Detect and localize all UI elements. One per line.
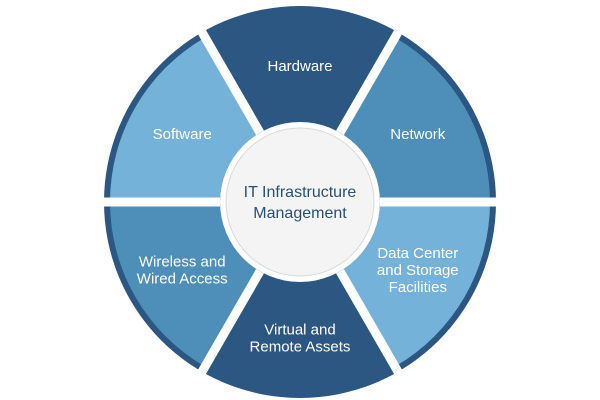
- segment-hardware-label-line-1: Hardware: [267, 58, 332, 75]
- center-hub-circle: [225, 127, 375, 277]
- segment-network-label-line-1: Network: [390, 126, 446, 143]
- segment-virtual-remote-assets: [205, 271, 395, 392]
- segment-divider: [336, 269, 403, 376]
- segment-software-label-line-1: Software: [153, 126, 212, 143]
- center-title-line-1: IT Infrastructure: [244, 184, 357, 201]
- segment-virtual-remote-assets-label-line-1: Virtual and: [264, 322, 335, 339]
- center-hub: IT Infrastructure Management: [220, 122, 380, 282]
- segment-network: [340, 37, 490, 203]
- segments-layer: [110, 11, 490, 392]
- segment-divider: [197, 28, 264, 135]
- segment-wireless-wired-access-label-line-1: Wireless and: [139, 254, 226, 271]
- segment-wireless-wired-access-label-line-2: Wired Access: [137, 271, 228, 288]
- segment-data-center-label-line-2: and Storage: [377, 262, 459, 279]
- segment-data-center-label-line-3: Facilities: [389, 279, 447, 296]
- segment-divider: [197, 269, 264, 376]
- segment-data-center-label-line-1: Data Center: [377, 245, 458, 262]
- segment-virtual-remote-assets-label-line-2: Remote Assets: [250, 339, 351, 356]
- segment-software: [110, 37, 260, 203]
- segment-data-center: [340, 202, 490, 367]
- dividers-layer: [102, 28, 498, 376]
- center-title-line-2: Management: [253, 205, 347, 222]
- segment-hardware: [205, 11, 395, 133]
- segment-wireless-wired-access: [110, 202, 260, 367]
- segment-divider: [336, 28, 403, 135]
